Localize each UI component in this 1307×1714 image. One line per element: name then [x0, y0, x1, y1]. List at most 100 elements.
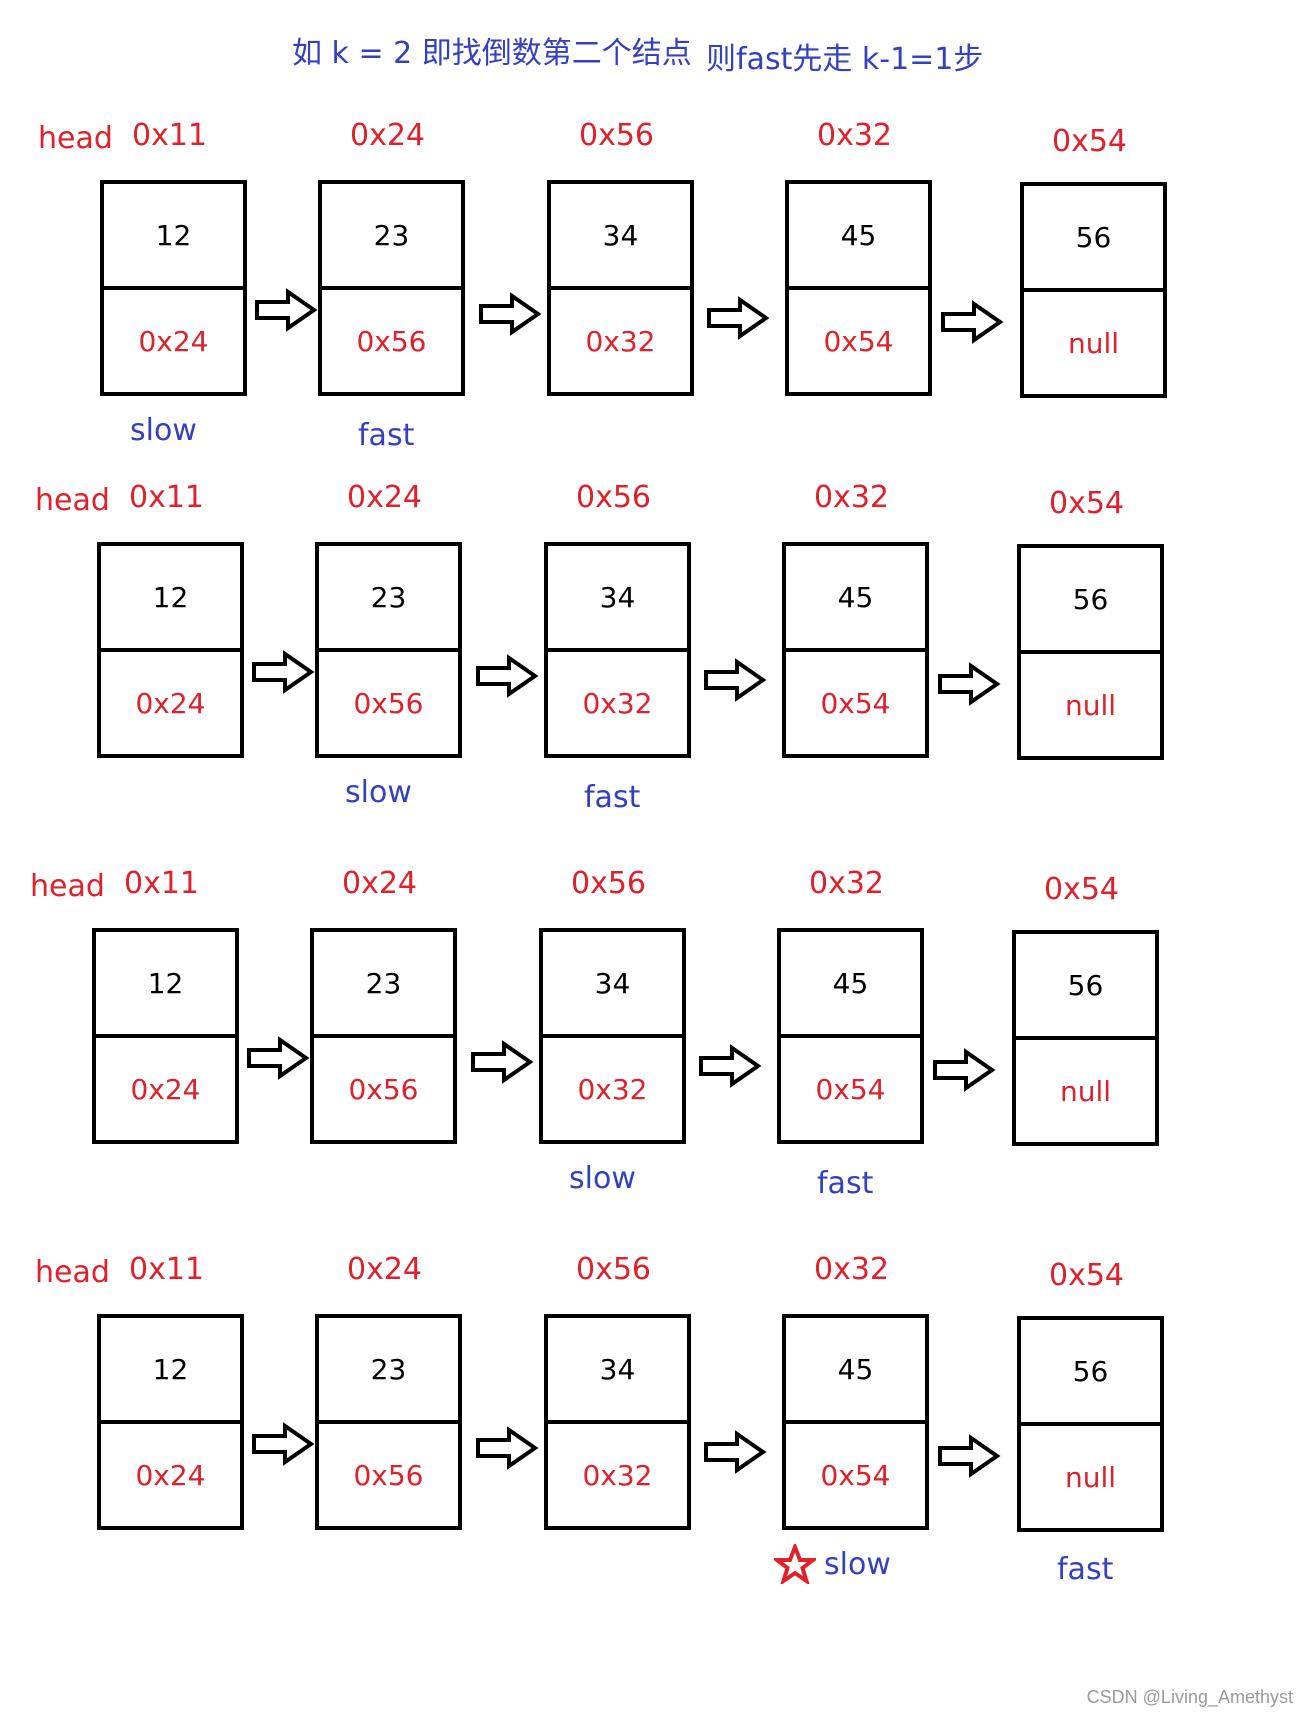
node-address: 0x54	[1048, 486, 1124, 521]
list-node: 56 null	[1017, 544, 1164, 760]
node-value: 12	[101, 1318, 240, 1424]
list-node: 34 0x32	[539, 928, 686, 1144]
node-next-address: 0x54	[820, 686, 891, 720]
list-node: 45 0x54	[782, 542, 929, 758]
node-next-address: 0x56	[353, 686, 424, 720]
node-next-address: 0x24	[130, 1072, 201, 1106]
node-address: 0x24	[341, 866, 417, 901]
slow-pointer-label: slow	[824, 1547, 891, 1582]
right-arrow-icon	[252, 650, 315, 694]
node-value: 56	[1024, 186, 1163, 292]
node-address: 0x24	[346, 480, 422, 515]
node-next-address: null	[1064, 688, 1117, 722]
node-next-address: 0x54	[820, 1458, 891, 1492]
right-arrow-icon	[471, 1040, 534, 1084]
stage-2: head 0x11 12 0x24 0x24 23 0x56 0x56 34 0x32 0x32 45…	[0, 480, 1304, 840]
head-label: head	[35, 483, 110, 518]
node-address: 0x32	[813, 1252, 889, 1287]
list-node: 34 0x32	[547, 180, 694, 396]
node-address: 0x11	[129, 1252, 205, 1287]
list-node: 23 0x56	[315, 1314, 462, 1530]
node-address: 0x56	[570, 866, 646, 901]
node-value: 12	[96, 932, 235, 1038]
list-node: 56 null	[1020, 182, 1167, 398]
fast-pointer-label: fast	[817, 1166, 874, 1201]
node-value: 56	[1021, 1320, 1160, 1426]
node-next-address: 0x32	[585, 324, 656, 358]
right-arrow-icon	[704, 1430, 767, 1474]
node-next-address: 0x56	[356, 324, 427, 358]
node-next-address: null	[1059, 1074, 1112, 1108]
right-arrow-icon	[476, 654, 539, 698]
right-arrow-icon	[479, 292, 542, 336]
right-arrow-icon	[938, 1434, 1001, 1478]
node-next-address: 0x24	[135, 686, 206, 720]
node-next-address: 0x24	[138, 324, 209, 358]
node-address: 0x56	[578, 118, 654, 153]
list-node: 56 null	[1012, 930, 1159, 1146]
head-label: head	[30, 869, 105, 904]
node-address: 0x32	[813, 480, 889, 515]
node-value: 34	[543, 932, 682, 1038]
node-value: 45	[789, 184, 928, 290]
caption-rule: 则fast先走 k-1=1步	[706, 42, 984, 77]
right-arrow-icon	[941, 300, 1004, 344]
node-address: 0x11	[124, 866, 200, 901]
node-address: 0x54	[1043, 872, 1119, 907]
list-node: 34 0x32	[544, 542, 691, 758]
watermark: CSDN @Living_Amethyst	[1086, 1687, 1293, 1707]
list-node: 23 0x56	[318, 180, 465, 396]
node-value: 56	[1021, 548, 1160, 654]
fast-pointer-label: fast	[358, 418, 415, 453]
node-value: 12	[101, 546, 240, 652]
node-value: 23	[314, 932, 453, 1038]
node-next-address: 0x24	[135, 1458, 206, 1492]
node-address: 0x56	[575, 480, 651, 515]
head-label: head	[35, 1255, 110, 1290]
node-next-address: 0x54	[823, 324, 894, 358]
list-node: 23 0x56	[310, 928, 457, 1144]
node-address: 0x54	[1051, 124, 1127, 159]
node-value: 34	[551, 184, 690, 290]
list-node: 12 0x24	[100, 180, 247, 396]
node-value: 45	[786, 1318, 925, 1424]
right-arrow-icon	[704, 658, 767, 702]
slow-pointer-label: slow	[569, 1161, 636, 1196]
right-arrow-icon	[247, 1036, 310, 1080]
fast-pointer-label: fast	[1057, 1552, 1114, 1587]
right-arrow-icon	[255, 288, 318, 332]
node-value: 56	[1016, 934, 1155, 1040]
stage-3: head 0x11 12 0x24 0x24 23 0x56 0x56 34 0x32 0x32 45…	[0, 866, 1299, 1226]
node-value: 34	[548, 1318, 687, 1424]
node-value: 45	[786, 546, 925, 652]
node-next-address: 0x32	[582, 686, 653, 720]
node-address: 0x11	[132, 118, 208, 153]
node-address: 0x56	[575, 1252, 651, 1287]
fast-pointer-label: fast	[584, 780, 641, 815]
node-value: 12	[104, 184, 243, 290]
head-label: head	[38, 121, 113, 156]
node-next-address: null	[1064, 1460, 1117, 1494]
list-node: 56 null	[1017, 1316, 1164, 1532]
node-next-address: null	[1067, 326, 1120, 360]
list-node: 45 0x54	[782, 1314, 929, 1530]
slow-pointer-label: slow	[130, 413, 197, 448]
list-node: 12 0x24	[97, 1314, 244, 1530]
right-arrow-icon	[938, 662, 1001, 706]
node-value: 23	[319, 1318, 458, 1424]
node-value: 45	[781, 932, 920, 1038]
node-address: 0x11	[129, 480, 205, 515]
node-next-address: 0x56	[353, 1458, 424, 1492]
list-node: 12 0x24	[97, 542, 244, 758]
node-value: 23	[319, 546, 458, 652]
node-value: 34	[548, 546, 687, 652]
node-next-address: 0x56	[348, 1072, 419, 1106]
node-address: 0x54	[1048, 1258, 1124, 1293]
node-value: 23	[322, 184, 461, 290]
node-next-address: 0x32	[577, 1072, 648, 1106]
caption-condition: 如 k = 2 即找倒数第二个结点	[292, 36, 692, 71]
node-address: 0x32	[808, 866, 884, 901]
node-address: 0x32	[816, 118, 892, 153]
